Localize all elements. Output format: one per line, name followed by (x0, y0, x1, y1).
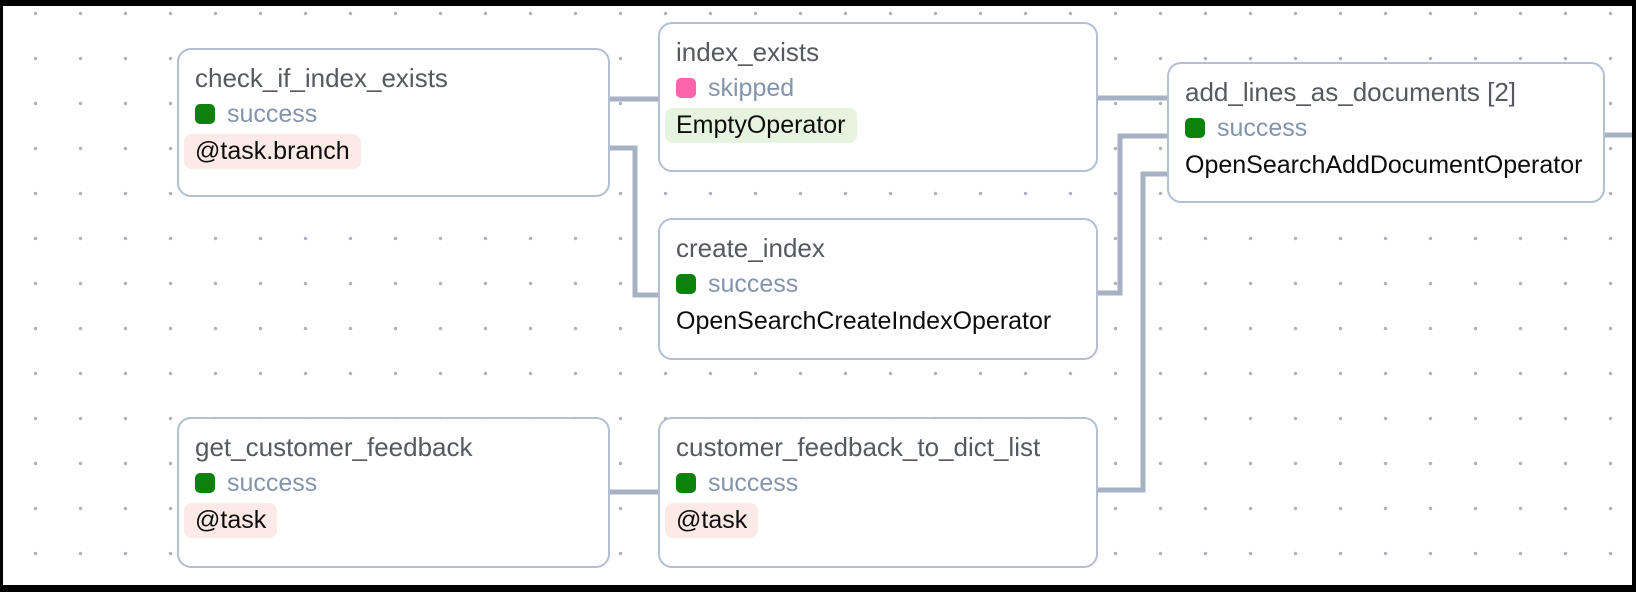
task-title: check_if_index_exists (195, 63, 448, 93)
success-status-square-icon (195, 104, 215, 124)
success-status-square-icon (676, 274, 696, 294)
task-title: add_lines_as_documents [2] (1185, 77, 1517, 107)
task-node-check_if_index_exists[interactable]: check_if_index_exists success @task.bran… (177, 48, 610, 197)
operator-badge: OpenSearchCreateIndexOperator (676, 307, 1052, 335)
operator-badge: @task (665, 503, 759, 538)
edge-create_index-to-add_lines_as_documents (1098, 133, 1167, 296)
operator-badge: EmptyOperator (665, 108, 857, 143)
success-status-square-icon (1185, 118, 1205, 138)
task-status-row: success (1185, 112, 1307, 144)
task-state-label: skipped (708, 73, 795, 102)
edge-check_if_index_exists-to-create_index (610, 145, 658, 298)
task-node-customer_feedback_to_dict_list[interactable]: customer_feedback_to_dict_list success @… (658, 417, 1098, 568)
success-status-square-icon (195, 473, 215, 493)
task-state-label: success (1217, 113, 1308, 142)
operator-badge: @task (184, 503, 278, 538)
task-title: create_index (676, 233, 825, 263)
skipped-status-square-icon (676, 78, 696, 98)
task-state-label: success (708, 269, 799, 298)
task-status-row: success (676, 467, 798, 499)
task-status-row: success (195, 98, 317, 130)
task-status-row: skipped (676, 72, 794, 104)
task-node-get_customer_feedback[interactable]: get_customer_feedback success @task (177, 417, 610, 568)
operator-badge: @task.branch (184, 134, 361, 169)
task-state-label: success (227, 468, 318, 497)
task-status-row: success (195, 467, 317, 499)
task-node-index_exists[interactable]: index_exists skipped EmptyOperator (658, 22, 1098, 172)
edge-customer_feedback_to_dict_list-to-add_lines_as_documents (1098, 171, 1167, 493)
task-state-label: success (227, 99, 318, 128)
task-node-add_lines_as_documents[interactable]: add_lines_as_documents [2] success OpenS… (1167, 62, 1605, 203)
task-status-row: success (676, 268, 798, 300)
task-title: customer_feedback_to_dict_list (676, 432, 1041, 462)
task-node-create_index[interactable]: create_index success OpenSearchCreateInd… (658, 218, 1098, 360)
task-state-label: success (708, 468, 799, 497)
operator-badge: OpenSearchAddDocumentOperator (1185, 151, 1583, 179)
success-status-square-icon (676, 473, 696, 493)
task-title: index_exists (676, 37, 820, 67)
task-title: get_customer_feedback (195, 432, 473, 462)
